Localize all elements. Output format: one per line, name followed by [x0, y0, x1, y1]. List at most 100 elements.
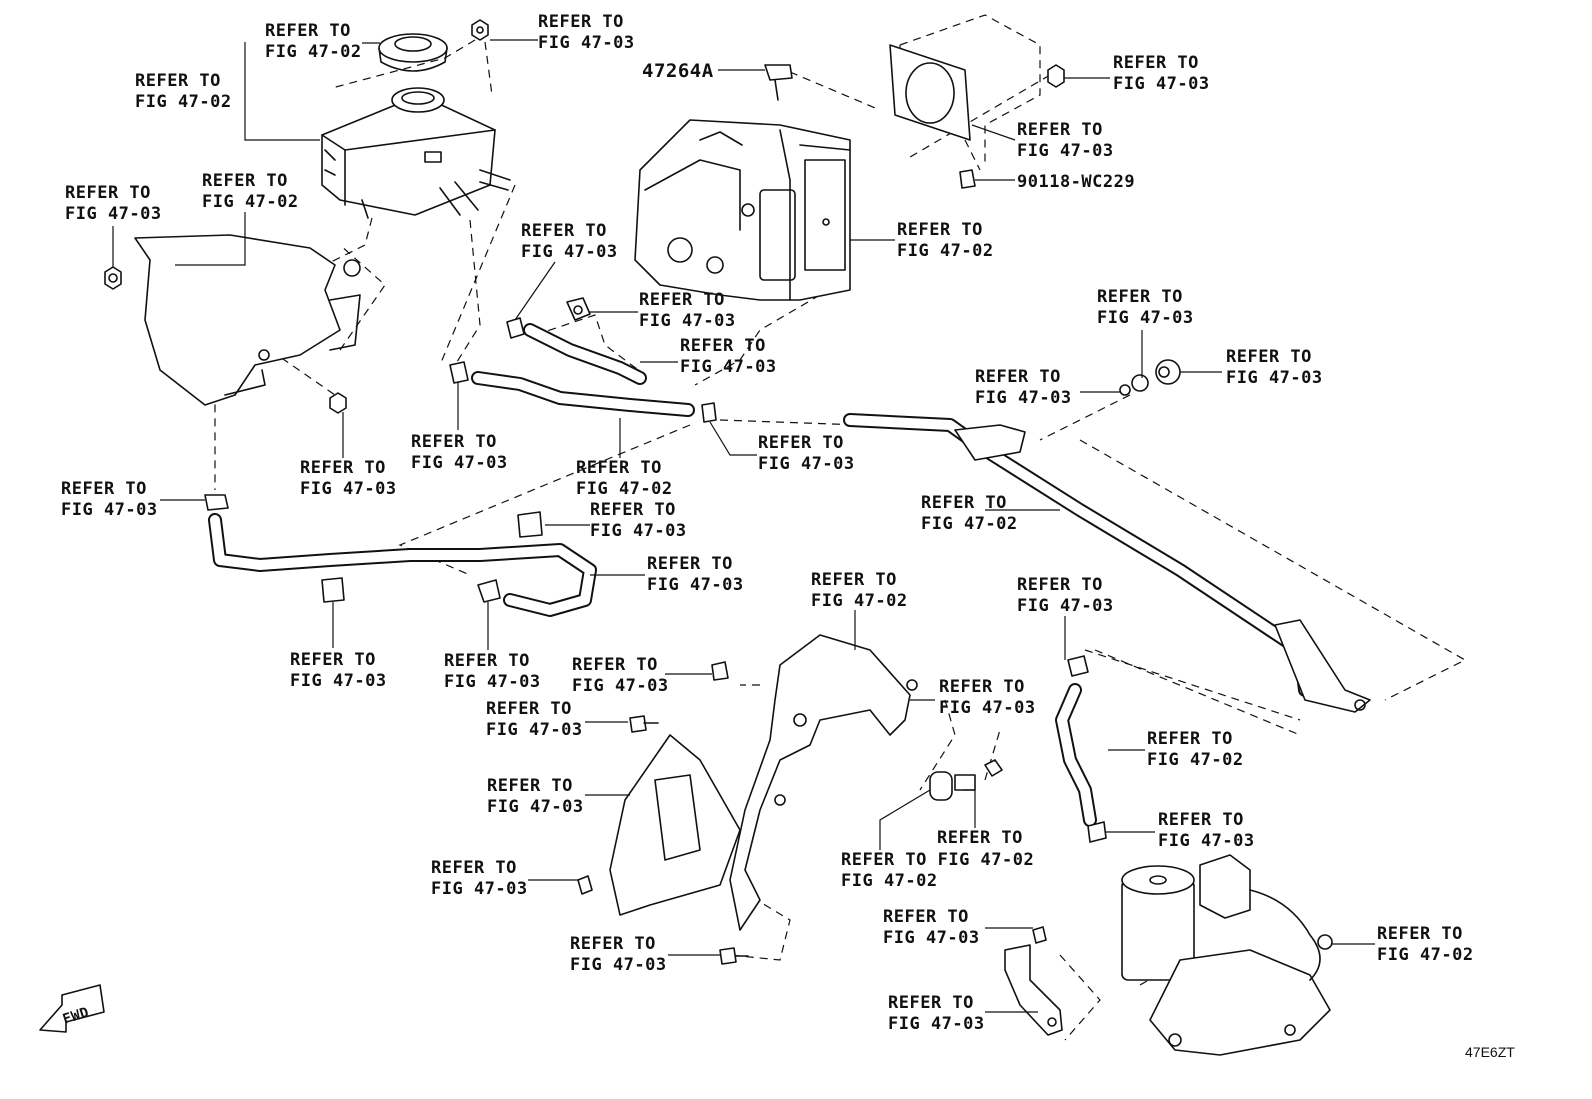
label-clamp-pump-l2: FIG 47-03 [1158, 831, 1255, 851]
label-actuator-l1: REFER TO [897, 220, 983, 240]
label-nut-center-l2: FIG 47-03 [572, 676, 669, 696]
bracket-lower-right [1004, 944, 1063, 1036]
label-clip-mid-l2: FIG 47-03 [411, 453, 508, 473]
label-nut-bracket-l1: REFER TO [300, 458, 386, 478]
hose-upper [506, 297, 647, 385]
label-cover-l2: FIG 47-03 [487, 797, 584, 817]
label-cushion-l2: FIG 47-02 [841, 871, 938, 891]
label-clip-pipe-l1: REFER TO [758, 433, 844, 453]
label-bolt-left-l1: REFER TO [65, 183, 151, 203]
label-clip-small-l2: FIG 47-03 [639, 311, 736, 331]
label-part-47264a: 47264A [642, 60, 714, 82]
fwd-label: FWD [61, 1004, 91, 1027]
label-bracket-left-l2: FIG 47-02 [202, 192, 299, 212]
clip-square [321, 511, 543, 603]
label-clip-hose-upper-l2: FIG 47-03 [521, 242, 618, 262]
label-bracket-lower-right-l2: FIG 47-03 [888, 1014, 985, 1034]
label-gasket-l2: FIG 47-03 [1017, 141, 1114, 161]
clip-90118 [959, 169, 976, 189]
label-bolt-lower-right-l1: REFER TO [883, 907, 969, 927]
bolts [577, 661, 1047, 965]
cover-plate [609, 734, 741, 916]
nut-left [104, 266, 122, 290]
label-nut-top-l1: REFER TO [538, 12, 624, 32]
label-clamp-right-l1: REFER TO [1017, 575, 1103, 595]
label-washer-l1: REFER TO [975, 367, 1061, 387]
label-nut-cover-l2: FIG 47-03 [431, 879, 528, 899]
label-hose-mid-l2: FIG 47-02 [576, 479, 673, 499]
label-nut-cover-l1: REFER TO [431, 858, 517, 878]
label-bracket-lower-right-l1: REFER TO [888, 993, 974, 1013]
bracket-center [729, 634, 918, 931]
label-cap-l2: FIG 47-02 [265, 42, 362, 62]
cushion [929, 771, 976, 801]
label-clip-mid-l1: REFER TO [411, 432, 497, 452]
brake-actuator [634, 119, 851, 301]
leader-lines [112, 39, 1375, 1013]
fwd-arrow-icon: FWD [39, 984, 105, 1033]
label-pipe-l2: FIG 47-02 [921, 514, 1018, 534]
label-grommet-b-l2: FIG 47-03 [1226, 368, 1323, 388]
grommet-right [1119, 359, 1181, 396]
label-bolt-bottom-l2: FIG 47-03 [570, 955, 667, 975]
label-nut-bracket-l2: FIG 47-03 [300, 479, 397, 499]
label-bolt-mid-l2: FIG 47-03 [486, 720, 583, 740]
label-clamp-pump-l1: REFER TO [1158, 810, 1244, 830]
label-reservoir-l1: REFER TO [135, 71, 221, 91]
label-clamp-right-l2: FIG 47-03 [1017, 596, 1114, 616]
label-hose-right-l2: FIG 47-02 [1147, 750, 1244, 770]
label-clip-square-b-l1: REFER TO [290, 650, 376, 670]
label-clamp-mid-l2: FIG 47-03 [444, 672, 541, 692]
label-bracket-left-l1: REFER TO [202, 171, 288, 191]
label-part-90118: 90118-WC229 [1017, 172, 1135, 192]
labels: REFER TO FIG 47-02 REFER TO FIG 47-02 RE… [61, 12, 1474, 1034]
label-hose-long-l1: REFER TO [647, 554, 733, 574]
label-bolt-lower-right-l2: FIG 47-03 [883, 928, 980, 948]
label-hose-upper-l1: REFER TO [680, 336, 766, 356]
label-collar-l1: REFER TO [937, 828, 1023, 848]
label-clip-square-a-l1: REFER TO [590, 500, 676, 520]
label-cushion-l1: REFER TO FIG 47-02 [841, 850, 1034, 870]
nut-right-top [1047, 64, 1065, 88]
label-pipe-l1: REFER TO [921, 493, 1007, 513]
label-cap-l1: REFER TO [265, 21, 351, 41]
label-clip-pipe-l2: FIG 47-03 [758, 454, 855, 474]
label-clip-small-l1: REFER TO [639, 290, 725, 310]
label-clamp-left-l1: REFER TO [61, 479, 147, 499]
label-bolt-bottom-l1: REFER TO [570, 934, 656, 954]
drawing-code: 47E6ZT [1465, 1044, 1515, 1060]
metal-pipe [843, 413, 1371, 713]
label-bolt-mid-l1: REFER TO [486, 699, 572, 719]
nut-bracket [329, 392, 347, 414]
label-pump-harness-l2: FIG 47-02 [1377, 945, 1474, 965]
label-grommet-a-l2: FIG 47-03 [1097, 308, 1194, 328]
hose-long [204, 494, 597, 617]
gasket-plate [889, 44, 971, 141]
label-cover-l1: REFER TO [487, 776, 573, 796]
label-reservoir-l2: FIG 47-02 [135, 92, 232, 112]
reservoir-cap [378, 33, 448, 72]
label-grommet-a-l1: REFER TO [1097, 287, 1183, 307]
label-grommet-b-l1: REFER TO [1226, 347, 1312, 367]
label-washer-l2: FIG 47-03 [975, 388, 1072, 408]
stud-47264a [764, 64, 793, 101]
label-clamp-mid-l1: REFER TO [444, 651, 530, 671]
label-hose-upper-l2: FIG 47-03 [680, 357, 777, 377]
label-nut-right-mid-l2: FIG 47-03 [939, 698, 1036, 718]
label-clip-square-a-l2: FIG 47-03 [590, 521, 687, 541]
label-pump-harness-l1: REFER TO [1377, 924, 1463, 944]
nut-top [471, 19, 489, 41]
bracket-left [134, 234, 361, 406]
label-nut-top-l2: FIG 47-03 [538, 33, 635, 53]
label-bracket-center-l1: REFER TO [811, 570, 897, 590]
hose-mid [449, 361, 717, 423]
label-clip-hose-upper-l1: REFER TO [521, 221, 607, 241]
label-nut-right-top-l1: REFER TO [1113, 53, 1199, 73]
pump-motor [1121, 854, 1333, 1056]
label-bracket-center-l2: FIG 47-02 [811, 591, 908, 611]
label-hose-long-l2: FIG 47-03 [647, 575, 744, 595]
label-actuator-l2: FIG 47-02 [897, 241, 994, 261]
label-clip-square-b-l2: FIG 47-03 [290, 671, 387, 691]
